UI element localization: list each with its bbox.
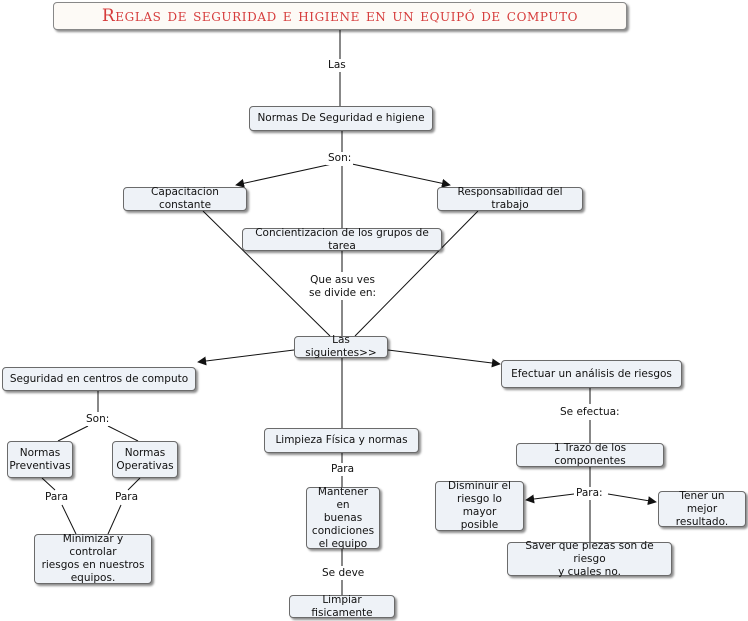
- node-saver: Saver que piezas son de riesgo y cuales …: [507, 540, 672, 578]
- node-minimizar: Minimizar y controlar riesgos en nuestro…: [34, 533, 152, 584]
- node-trazo: 1 Trazo de los componentes: [516, 442, 664, 467]
- label-para-trazo: Para:: [574, 487, 605, 500]
- node-mantener: Mantener en buenas condiciones el equipo: [306, 486, 380, 550]
- label-son-1: Son:: [326, 152, 354, 165]
- label-que-asu-ves: Que asu ves se divide en:: [307, 274, 379, 300]
- node-seguridad-centros: Seguridad en centros de computo: [2, 367, 196, 391]
- label-para-operativas: Para: [113, 491, 141, 504]
- label-para-limpieza: Para: [329, 463, 357, 476]
- label-son-2: Son:: [84, 413, 112, 426]
- diagram-title: Reglas de seguridad e higiene en un equi…: [53, 2, 627, 30]
- node-normas: Normas De Seguridad e higiene: [249, 106, 433, 131]
- node-concientizacion: Concientizacion de los grupos de tarea: [242, 227, 442, 252]
- node-analisis-riesgos: Efectuar un análisis de riesgos: [501, 360, 682, 388]
- node-limpieza: Limpieza Física y normas: [264, 428, 419, 453]
- label-se-efectua: Se efectua:: [558, 406, 622, 419]
- node-las-siguientes: Las siguientes>>: [294, 334, 388, 359]
- node-limpiar: Limpiar fisicamente: [289, 594, 395, 619]
- label-para-preventivas: Para: [43, 491, 71, 504]
- node-disminuir: Disminuir el riesgo lo mayor posible: [435, 480, 524, 531]
- node-normas-operativas: Normas Operativas: [112, 441, 178, 478]
- node-capacitacion: Capacitacion constante: [123, 186, 247, 211]
- label-se-deve: Se deve: [320, 567, 367, 580]
- node-normas-preventivas: Normas Preventivas: [7, 441, 73, 478]
- node-tener-resultado: Tener un mejor resultado.: [658, 490, 746, 528]
- node-responsabilidad: Responsabilidad del trabajo: [437, 186, 583, 211]
- label-las: Las: [326, 59, 348, 72]
